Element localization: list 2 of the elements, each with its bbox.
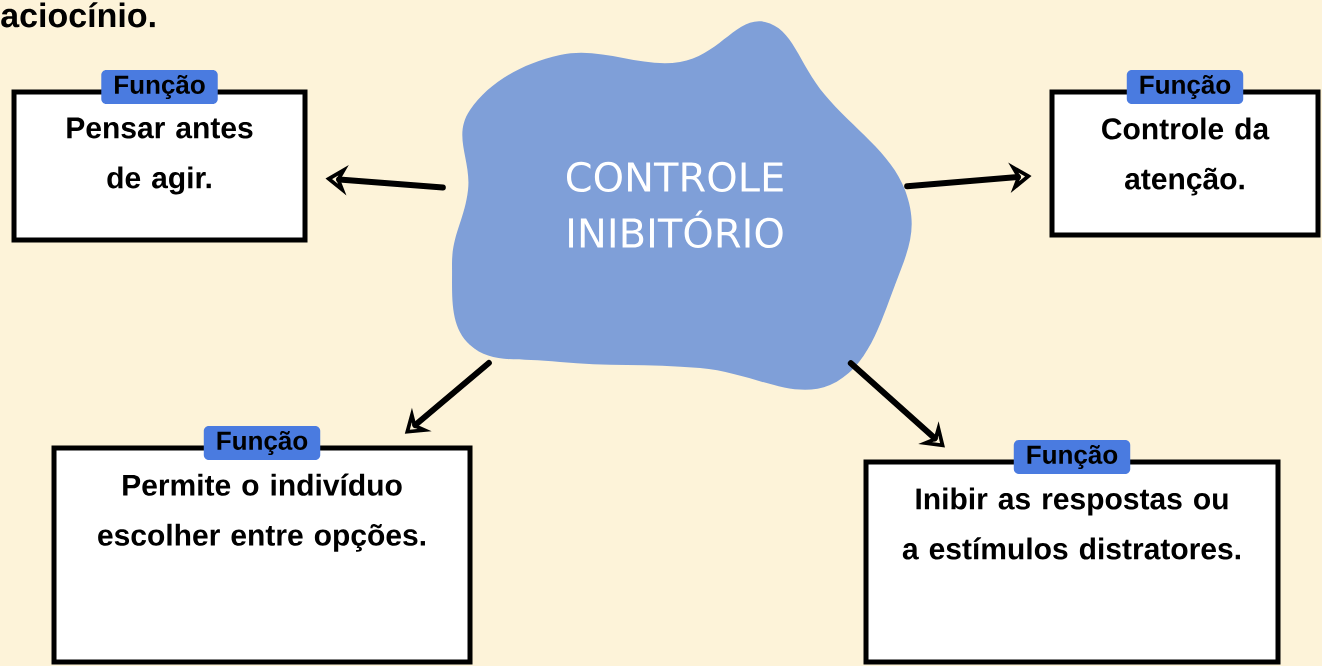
arrow [847, 360, 945, 448]
heading: aciocínio. [1, 2, 155, 28]
